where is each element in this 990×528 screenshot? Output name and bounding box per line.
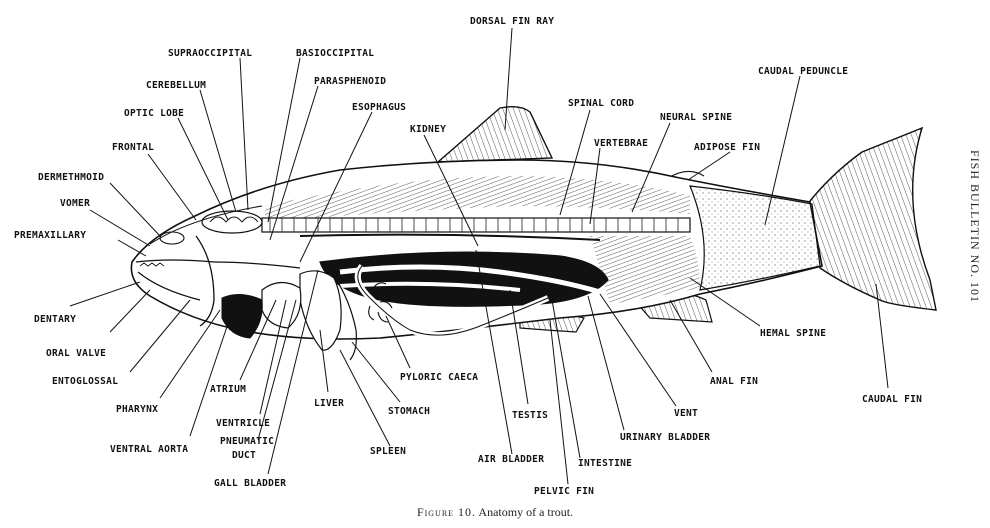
label-esophagus: ESOPHAGUS xyxy=(352,102,406,113)
label-caudal-peduncle: CAUDAL PEDUNCLE xyxy=(758,66,848,77)
label-dentary: DENTARY xyxy=(34,314,76,325)
label-ventral-aorta: VENTRAL AORTA xyxy=(110,444,188,455)
label-oral-valve: ORAL VALVE xyxy=(46,348,106,359)
label-vomer: VOMER xyxy=(60,198,90,209)
label-testis: TESTIS xyxy=(512,410,548,421)
label-vertebrae: VERTEBRAE xyxy=(594,138,648,149)
label-kidney: KIDNEY xyxy=(410,124,446,135)
label-entoglossal: ENTOGLOSSAL xyxy=(52,376,118,387)
label-ventricle: VENTRICLE xyxy=(216,418,270,429)
figure-number: Figure 10. xyxy=(417,505,476,519)
dorsal-fin xyxy=(438,107,552,162)
label-hemal-spine: HEMAL SPINE xyxy=(760,328,826,339)
label-neural-spine: NEURAL SPINE xyxy=(660,112,732,123)
label-pneumatic-duct-2: DUCT xyxy=(232,450,256,461)
label-optic-lobe: OPTIC LOBE xyxy=(124,108,184,119)
label-atrium: ATRIUM xyxy=(210,384,246,395)
label-pharynx: PHARYNX xyxy=(116,404,158,415)
caudal-peduncle-area xyxy=(690,186,820,290)
vertebral-column xyxy=(262,218,690,232)
label-pyloric-caeca: PYLORIC CAECA xyxy=(400,372,478,383)
label-anal-fin: ANAL FIN xyxy=(710,376,758,387)
label-gall-bladder: GALL BLADDER xyxy=(214,478,286,489)
label-urinary-bladder: URINARY BLADDER xyxy=(620,432,710,443)
label-spinal-cord: SPINAL CORD xyxy=(568,98,634,109)
label-caudal-fin: CAUDAL FIN xyxy=(862,394,922,405)
label-pneumatic-duct-1: PNEUMATIC xyxy=(220,436,274,447)
label-intestine: INTESTINE xyxy=(578,458,632,469)
side-running-header: FISH BULLETIN NO. 101 xyxy=(968,150,982,303)
fish-drawing xyxy=(131,107,936,360)
label-liver: LIVER xyxy=(314,398,344,409)
label-pelvic-fin: PELVIC FIN xyxy=(534,486,594,497)
caudal-fin-shape xyxy=(806,128,936,310)
figure-caption: Figure 10. Anatomy of a trout. xyxy=(0,505,990,520)
label-stomach: STOMACH xyxy=(388,406,430,417)
label-premaxillary: PREMAXILLARY xyxy=(14,230,86,241)
figure-title: Anatomy of a trout. xyxy=(478,505,573,519)
label-frontal: FRONTAL xyxy=(112,142,154,153)
brain-shape xyxy=(202,211,262,233)
label-basioccipital: BASIOCCIPITAL xyxy=(296,48,374,59)
label-dermethmoid: DERMETHMOID xyxy=(38,172,104,183)
label-dorsal-fin-ray: DORSAL FIN RAY xyxy=(470,16,554,27)
label-parasphenoid: PARASPHENOID xyxy=(314,76,386,87)
label-cerebellum: CEREBELLUM xyxy=(146,80,206,91)
label-supraoccipital: SUPRAOCCIPITAL xyxy=(168,48,252,59)
label-spleen: SPLEEN xyxy=(370,446,406,457)
label-adipose-fin: ADIPOSE FIN xyxy=(694,142,760,153)
label-air-bladder: AIR BLADDER xyxy=(478,454,544,465)
label-vent: VENT xyxy=(674,408,698,419)
